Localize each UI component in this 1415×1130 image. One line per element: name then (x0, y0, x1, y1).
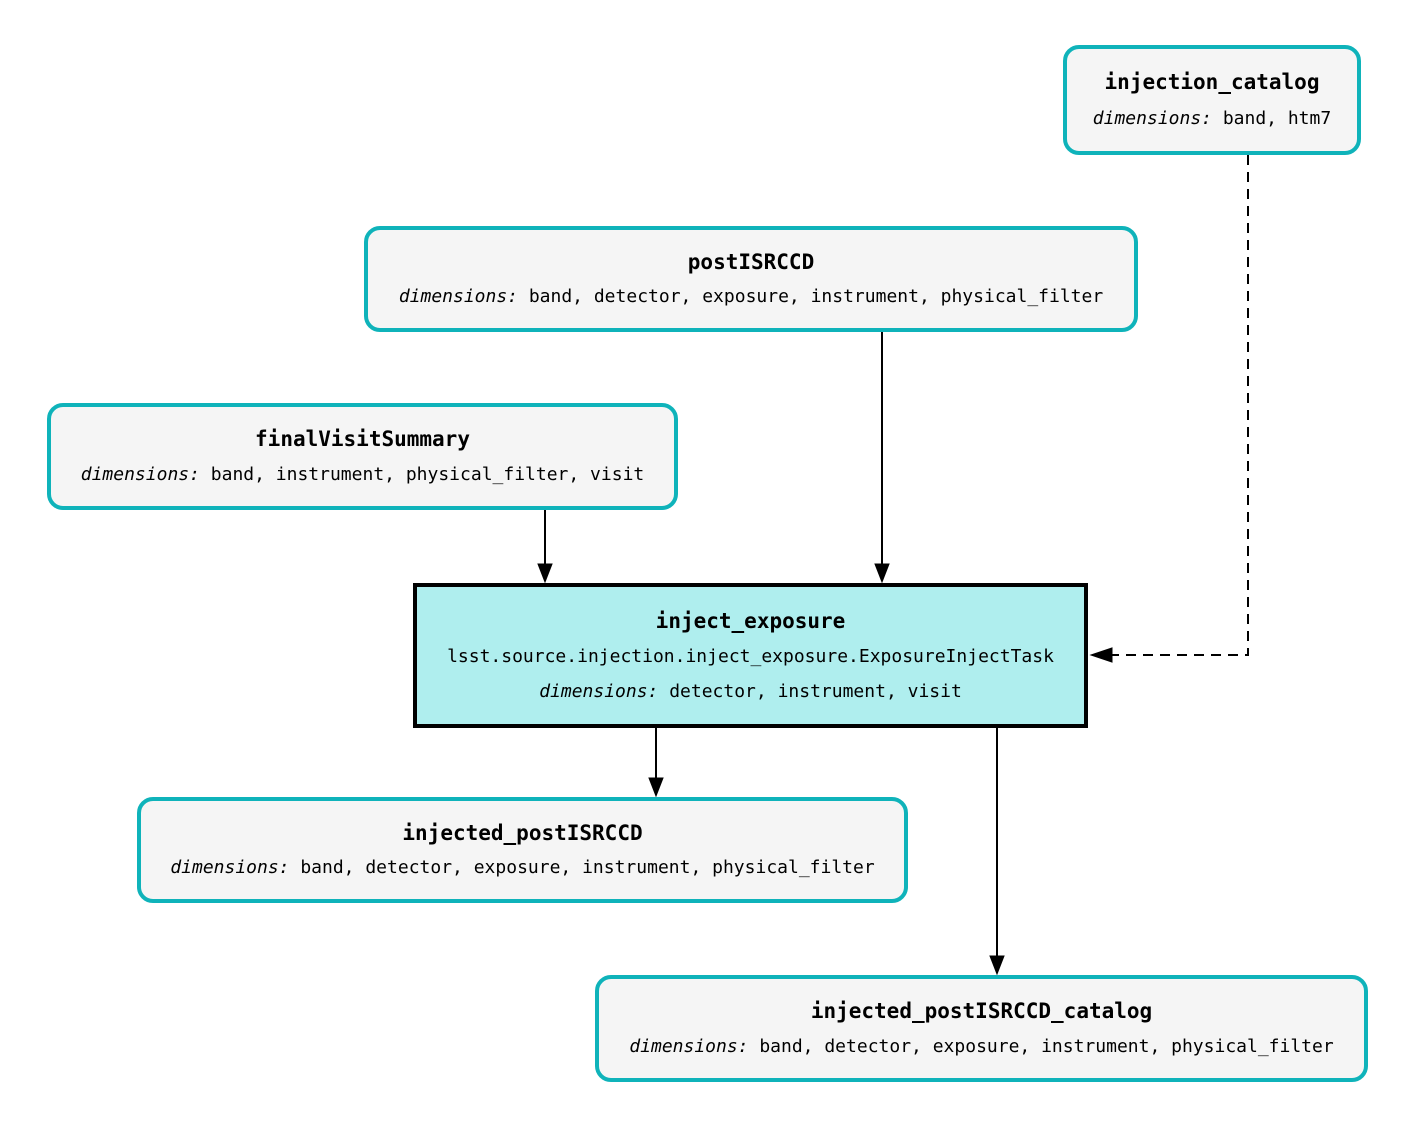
node-dimensions: dimensions: band, detector, exposure, ins… (399, 287, 1103, 307)
node-title: postISRCCD (687, 250, 815, 275)
dimensions-value: band, detector, exposure, instrument, ph… (759, 1035, 1334, 1057)
edge-inject-exposure-to-injected-postisrccd (648, 728, 664, 798)
node-dimensions: dimensions: band, detector, exposure, ins… (629, 1035, 1334, 1057)
node-title: inject_exposure (655, 608, 846, 633)
node-injected-postisrccd: injected_postISRCCD dimensions: band, det… (137, 797, 908, 903)
node-title: injected_postISRCCD_catalog (810, 999, 1153, 1024)
dimensions-value: band, detector, exposure, instrument, ph… (300, 857, 875, 879)
dimensions-label: dimensions: (398, 286, 519, 308)
node-title: finalVisitSummary (255, 427, 470, 452)
node-dimensions: dimensions: band, htm7 (1092, 107, 1332, 129)
node-dimensions: dimensions: band, detector, exposure, ins… (170, 858, 874, 878)
node-title: injection_catalog (1104, 70, 1320, 95)
node-dimensions: dimensions: detector, instrument, visit (539, 680, 962, 702)
dimensions-label: dimensions: (80, 463, 200, 485)
node-injected-postisrccd-catalog: injected_postISRCCD_catalog dimensions: b… (595, 975, 1368, 1082)
node-title: injected_postISRCCD (402, 821, 643, 846)
node-postisrccd: postISRCCD dimensions: band, detector, ex… (364, 226, 1138, 332)
node-finalvisitsummary: finalVisitSummary dimensions: band, instr… (47, 403, 678, 510)
arrowhead-icon (648, 777, 664, 798)
dimensions-label: dimensions: (1092, 107, 1213, 129)
dimensions-label: dimensions: (170, 857, 290, 879)
arrowhead-icon (874, 563, 890, 584)
node-inject-exposure-task: inject_exposure lsst.source.injection.in… (413, 583, 1088, 728)
edge-postisrccd-to-inject-exposure (874, 332, 890, 584)
dimensions-value: band, instrument, physical_filter, visit (210, 463, 645, 485)
node-dimensions: dimensions: band, instrument, physical_fi… (80, 463, 645, 485)
dimensions-value: band, detector, exposure, instrument, ph… (528, 286, 1104, 308)
node-injection-catalog: injection_catalog dimensions: band, htm7 (1063, 45, 1361, 155)
dimensions-label: dimensions: (629, 1035, 749, 1057)
edge-injection-catalog-to-inject-exposure (1089, 155, 1249, 663)
task-class: lsst.source.injection.inject_exposure.Ex… (447, 646, 1054, 668)
arrowhead-icon (1089, 647, 1113, 663)
dimensions-label: dimensions: (539, 680, 659, 702)
edge-inject-exposure-to-injected-postisrccd-catalog (989, 728, 1005, 976)
dimensions-value: detector, instrument, visit (669, 680, 962, 702)
arrowhead-icon (989, 955, 1005, 976)
arrowhead-icon (537, 563, 553, 584)
edge-finalvisitsummary-to-inject-exposure (537, 510, 553, 584)
dimensions-value: band, htm7 (1222, 107, 1332, 129)
